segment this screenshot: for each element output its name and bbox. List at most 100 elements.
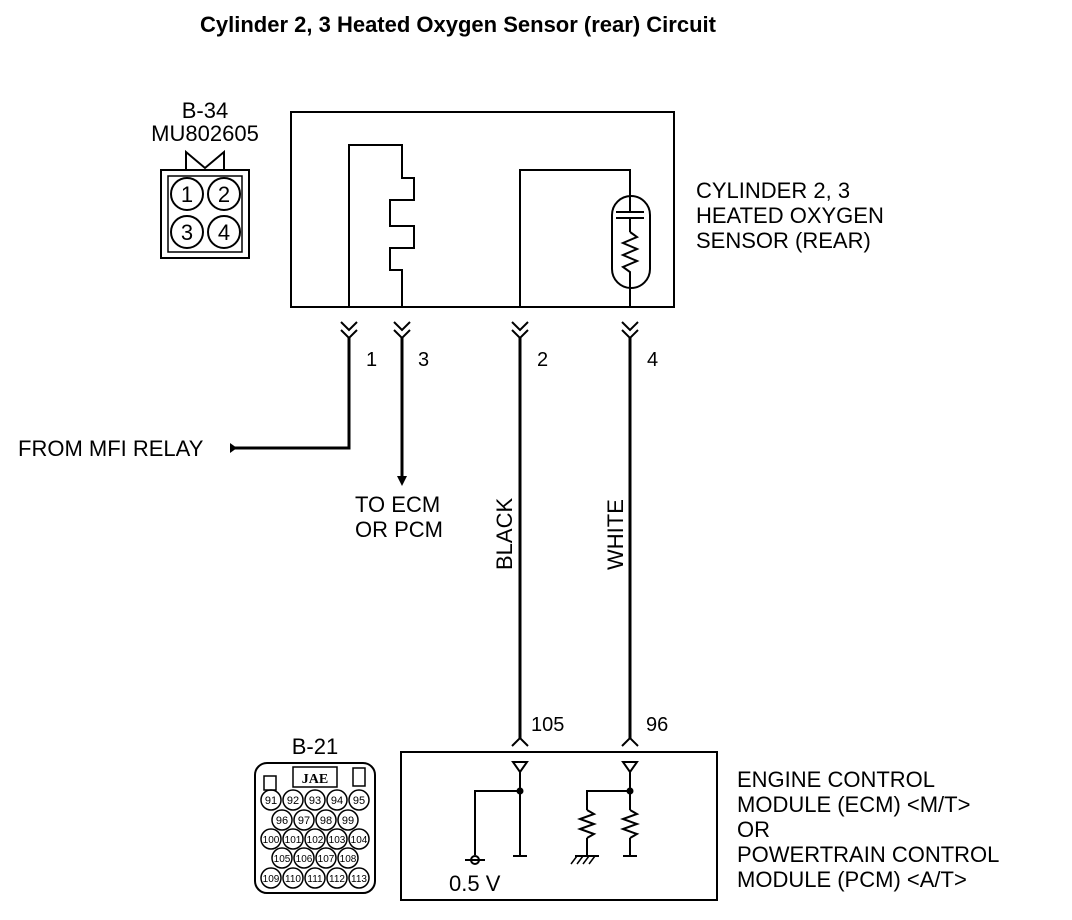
down-arrow-icon xyxy=(397,476,407,486)
ecm-connector-key xyxy=(263,775,277,791)
ecm-pin-105-label: 105 xyxy=(531,714,564,736)
ecm-connector-pin xyxy=(304,867,326,889)
sensor-label-line-3: SENSOR (REAR) xyxy=(696,228,871,253)
sensor-pin-1-label: 1 xyxy=(366,349,377,371)
ecm-connector-pin xyxy=(282,867,304,889)
wire-color-black-label: BLACK xyxy=(492,498,517,570)
ecm-label-line-4: POWERTRAIN CONTROL xyxy=(737,842,999,867)
ecm-connector-pin xyxy=(337,809,359,831)
ecm-connector-pin-label: 91 xyxy=(265,795,277,807)
connector-pin-label: 4 xyxy=(218,220,230,245)
oxygen-sensor-element xyxy=(519,169,651,308)
ecm-connector-pin xyxy=(260,867,282,889)
ecm-connector-pin xyxy=(282,828,304,850)
reference-voltage-label: 0.5 V xyxy=(449,871,501,896)
ecm-connector-pin-label: 109 xyxy=(263,874,280,885)
ecm-connector-pin xyxy=(271,809,293,831)
ecm-connector-pin-label: 105 xyxy=(274,854,291,865)
ecm-connector-pin-label: 93 xyxy=(309,795,321,807)
ecm-connector-pin-label: 108 xyxy=(340,854,357,865)
ecm-connector-pin-label: 94 xyxy=(331,795,343,807)
sensor-connector-id: B-34 xyxy=(182,98,228,123)
connector-pin-circle xyxy=(207,177,241,211)
sensor-box xyxy=(290,111,675,308)
ecm-black-circuit xyxy=(465,761,529,865)
ecm-connector-pin xyxy=(337,847,359,869)
sensor-connector: B-34 MU802605 1 2 3 4 xyxy=(151,98,259,259)
ecm-label-line-3: OR xyxy=(737,817,770,842)
ecm-connector-pin xyxy=(260,828,282,850)
connector-body xyxy=(160,169,250,259)
ecm-label-line-5: MODULE (PCM) <A/T> xyxy=(737,867,967,892)
sensor-pin-4-label: 4 xyxy=(647,349,658,371)
connector-pin-label: 1 xyxy=(181,182,193,207)
ecm-connector-pin xyxy=(326,867,348,889)
sensor-pin-2-label: 2 xyxy=(537,349,548,371)
ecm-connector-pin-label: 100 xyxy=(263,835,280,846)
ecm-connector-pin xyxy=(348,828,370,850)
sensor-label-line-2: HEATED OXYGEN xyxy=(696,203,884,228)
connector-pin-label: 2 xyxy=(218,182,230,207)
connector-pin-circle xyxy=(170,215,204,249)
sensor-connector-part-number: MU802605 xyxy=(151,121,259,146)
ecm-connector-pin xyxy=(304,789,326,811)
ecm-white-circuit xyxy=(570,761,640,865)
ecm-connector-pin xyxy=(326,828,348,850)
ecm-connector-pin-label: 113 xyxy=(351,874,367,885)
ecm-connector-pin-label: 104 xyxy=(351,835,368,846)
diagram-title: Cylinder 2, 3 Heated Oxygen Sensor (rear… xyxy=(200,12,717,37)
ecm-connector-pin-label: 102 xyxy=(307,835,324,846)
ecm-connector-pin xyxy=(315,847,337,869)
ecm-label-line-2: MODULE (ECM) <M/T> xyxy=(737,792,970,817)
ecm-connector-pin-label: 97 xyxy=(298,815,310,827)
ecm-connector-pin-label: 106 xyxy=(296,854,313,865)
ecm-connector-pin-label: 95 xyxy=(353,795,365,807)
ecm-connector-pin-label: 103 xyxy=(329,835,346,846)
ecm-connector-pin xyxy=(348,789,370,811)
ecm-connector-body xyxy=(254,762,376,894)
connector-pin-circle xyxy=(170,177,204,211)
ecm-connector-pin xyxy=(326,789,348,811)
connector-lock-icon xyxy=(185,149,225,170)
relay-terminal-arrow-icon xyxy=(230,443,237,453)
to-ecm-label-line-1: TO ECM xyxy=(355,492,440,517)
ecm-connector-pin xyxy=(293,847,315,869)
ecm-connector-pin-label: 92 xyxy=(287,795,299,807)
ecm-connector-id: B-21 xyxy=(292,734,338,759)
to-ecm-label-line-2: OR PCM xyxy=(355,517,443,542)
ecm-connector-pin xyxy=(315,809,337,831)
ecm-terminal-chevron-icon xyxy=(511,736,639,747)
ecm-connector-pin xyxy=(282,789,304,811)
ecm-label-line-1: ENGINE CONTROL xyxy=(737,767,935,792)
connector-inner-frame xyxy=(167,175,243,253)
terminal-chevron-icon xyxy=(340,321,639,340)
connector-pin-label: 3 xyxy=(181,220,193,245)
ecm-connector-pin xyxy=(293,809,315,831)
wire-mfi-relay xyxy=(235,338,351,450)
ecm-connector-pin-label: 99 xyxy=(342,815,354,827)
ecm-connector-pin xyxy=(260,789,282,811)
ecm-resistor-icon xyxy=(620,809,640,839)
ecm-box xyxy=(400,751,718,901)
ecm-connector-pin-label: 111 xyxy=(307,874,323,885)
connector-pin-circle xyxy=(207,215,241,249)
ecm-connector-pin-label: 96 xyxy=(276,815,288,827)
heater-element xyxy=(348,144,415,308)
ecm-connector-pin xyxy=(271,847,293,869)
ecm-pin-96-label: 96 xyxy=(646,714,668,736)
from-relay-label: FROM MFI RELAY xyxy=(18,436,204,461)
ecm-connector-maker-box xyxy=(292,766,338,788)
ecm-connector-maker: JAE xyxy=(302,772,328,787)
ecm-connector-pin xyxy=(348,867,370,889)
ecm-connector-pin-label: 98 xyxy=(320,815,332,827)
sensor-resistor-icon xyxy=(620,231,640,288)
sensor-pin-3-label: 3 xyxy=(418,349,429,371)
ecm-connector-pin xyxy=(304,828,326,850)
ecm-connector-pin-label: 107 xyxy=(318,854,335,865)
wire-color-white-label: WHITE xyxy=(603,499,628,570)
ecm-connector-key xyxy=(352,767,366,787)
ecm-resistor-icon xyxy=(577,809,597,839)
